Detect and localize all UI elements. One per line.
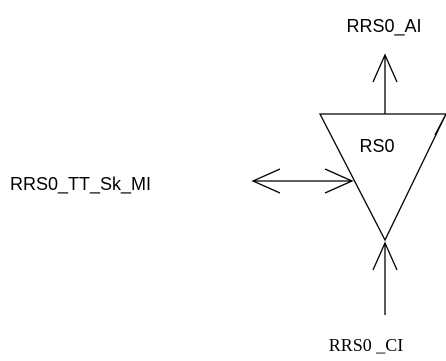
management-label: RRS0_TT_Sk_MI [10, 174, 151, 195]
triangle-icon [318, 113, 446, 242]
input-label: RRS0 _CI [329, 335, 404, 355]
output-arrow-icon [372, 53, 398, 114]
output-label: RRS0_AI [346, 16, 421, 37]
rs0-block [318, 113, 446, 242]
input-arrow-icon [372, 241, 398, 315]
block-edge-right [434, 113, 446, 136]
block-label: RS0 [359, 136, 394, 156]
management-arrow-icon [251, 168, 354, 194]
